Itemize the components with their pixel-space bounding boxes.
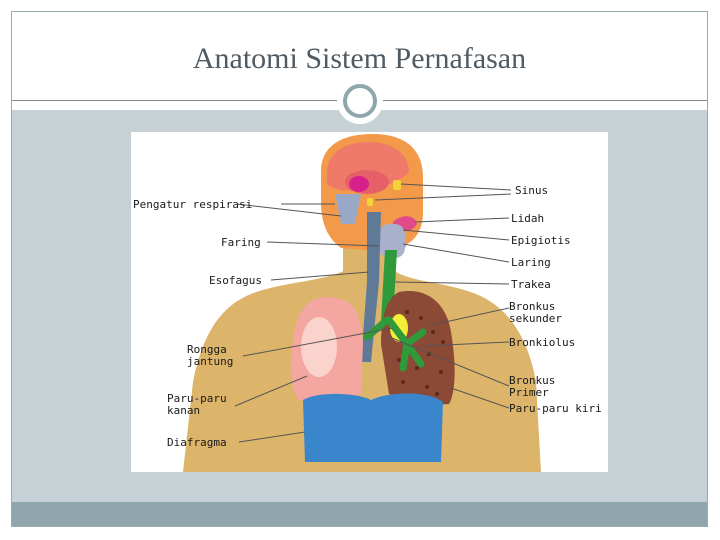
label-diafragma: Diafragma: [167, 436, 227, 449]
label-laring: Laring: [511, 256, 551, 269]
footer-bar: [12, 502, 707, 526]
label-paru-kanan-1: Paru-paru: [167, 392, 227, 405]
slide: Anatomi Sistem Pernafasan: [11, 11, 708, 527]
larynx: [379, 224, 405, 258]
label-faring: Faring: [221, 236, 261, 249]
label-bronkiolus: Bronkiolus: [509, 336, 575, 349]
leader-lines: [234, 183, 512, 443]
brain-core: [349, 176, 369, 192]
label-pengatur-respirasi: Pengatur respirasi: [133, 198, 252, 211]
label-trakea: Trakea: [511, 278, 551, 291]
esophagus: [361, 212, 381, 362]
label-paru-kanan-2: kanan: [167, 404, 200, 417]
brainstem: [335, 194, 361, 224]
label-bronkus-primer-1: Bronkus: [509, 374, 555, 387]
divider-ornament-circle: [343, 84, 377, 118]
label-rongga-jantung-1: Rongga: [187, 343, 227, 356]
label-esofagus: Esofagus: [209, 274, 262, 287]
label-epiglotis: Epigiotis: [511, 234, 571, 247]
label-sinus: Sinus: [515, 184, 548, 197]
lung-right-highlight: [301, 317, 337, 377]
label-paru-kiri: Paru-paru kiri: [509, 402, 602, 415]
respiratory-diagram-svg: Pengatur respirasi Faring Esofagus Rongg…: [133, 134, 602, 472]
diaphragm: [303, 393, 443, 462]
label-rongga-jantung-2: jantung: [187, 355, 233, 368]
slide-title: Anatomi Sistem Pernafasan: [192, 42, 527, 75]
respiratory-diagram: Pengatur respirasi Faring Esofagus Rongg…: [131, 132, 608, 472]
sinus-mark: [393, 180, 401, 190]
sinus-mark-2: [367, 198, 373, 206]
bronchi: [363, 316, 427, 372]
label-bronkus-sekunder-1: Bronkus: [509, 300, 555, 313]
label-bronkus-primer-2: Primer: [509, 386, 549, 399]
label-bronkus-sekunder-2: sekunder: [509, 312, 562, 325]
label-lidah: Lidah: [511, 212, 544, 225]
